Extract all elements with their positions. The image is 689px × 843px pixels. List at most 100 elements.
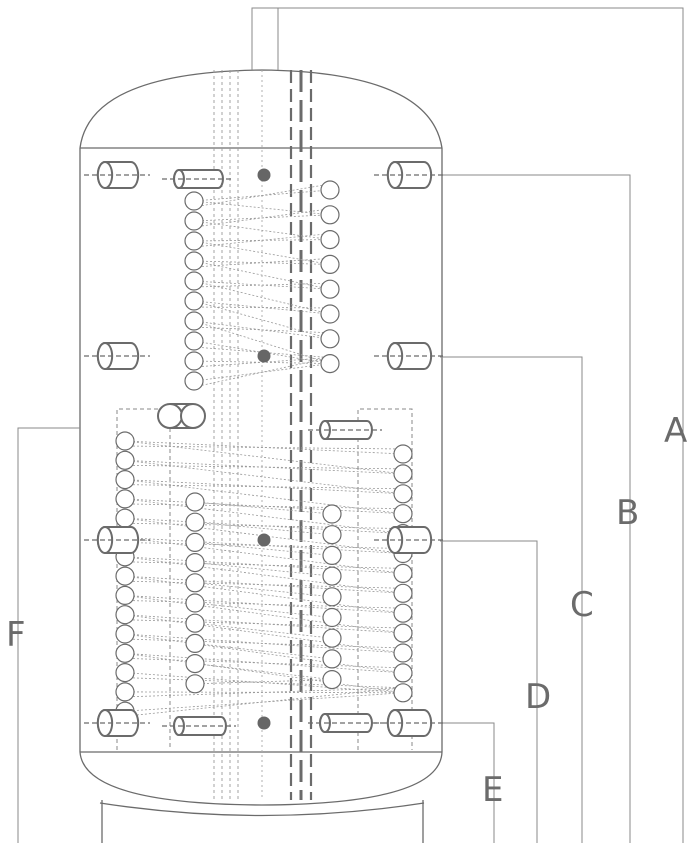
coil-turn [320,254,340,274]
coil-turn [320,329,340,349]
coil-stitch [124,575,404,594]
coil-stitch [124,459,404,495]
coil-stitch [124,614,404,654]
coil-turn [320,180,340,200]
coil-stitch [124,459,404,475]
coil-stitch [124,440,404,475]
coil-stitch [124,633,404,674]
dim-line-f [17,427,80,843]
base-skirt-arc [99,802,425,817]
sensor-dots [257,168,271,730]
nozzle-right-4 [374,709,443,737]
label-b: B [616,493,639,533]
coil-stitch [124,619,404,629]
coil-stitch [124,652,404,674]
dimension-labels: A B C D E F [6,411,687,810]
coil-stitch [124,537,404,554]
coil-stitch [194,679,333,685]
coil-turn [320,279,340,299]
coil-stitch [193,208,331,228]
nozzle-right-1 [374,161,443,189]
coil-stitch [124,692,404,712]
coil-turn [185,633,205,654]
coil-turn [115,508,135,528]
coil-turn [322,607,342,628]
upper-coil-stitching [193,183,331,388]
label-a: A [664,411,687,451]
label-d: D [525,677,551,717]
nozzle-left-3 [84,526,150,554]
coil-turn [185,653,205,674]
coil-stitch [124,633,404,654]
coil-turn [185,552,205,573]
lower-coil [115,431,413,721]
coil-turn [184,371,204,391]
coil-stitch [194,602,333,618]
coil-stitch [194,663,333,680]
coil-turn [320,205,340,225]
coil-stitch [124,595,404,614]
coil-turn [115,682,135,702]
nozzle-left-2 [84,342,150,370]
coil-turn [393,583,413,603]
coil-turn [393,563,413,584]
coil-stitch [124,556,404,594]
coil-stitch [193,357,331,388]
coil-turn [115,585,135,606]
coil-stitch [124,537,404,574]
coil-turn [184,251,204,271]
coil-stitch [193,357,331,368]
label-f: F [6,615,26,655]
coil-turn [322,545,342,566]
nozzle-right-3 [374,526,443,554]
coil-stitch [124,614,404,634]
coil-stitch [193,306,331,309]
dim-line-e [440,722,495,843]
coil-turn [184,211,204,231]
coil-stitch [193,233,331,248]
coil-turn [393,504,413,524]
coil-turn [115,624,135,644]
coil-stitch [193,220,331,240]
coil-turn [184,231,204,251]
coil-stitch [124,556,404,574]
coil-stitch [194,643,333,660]
coil-stitch [193,326,331,334]
coil-stitch [124,580,404,589]
coil-turn [393,603,413,623]
dimension-lines [17,7,684,843]
coil-turn [184,271,204,291]
coil-stitch [124,440,404,455]
coil-stitch [124,479,404,515]
coil-turn [393,683,413,703]
coil-turn [322,669,342,690]
coil-turn [115,605,135,625]
coil-stitch [124,638,404,649]
coil-stitch [193,183,331,208]
coil-stitch [193,240,331,265]
coil-turn [185,492,205,512]
sensor-dot [257,168,271,182]
coil-turn [115,662,135,683]
dim-line-d [440,540,538,843]
tank-body [79,69,443,843]
coil-turn [115,489,135,509]
coil-turn [393,444,413,464]
coil-stitch [193,300,331,340]
coil-stitch [124,672,404,694]
coil-stitch [193,200,331,216]
coil-turn [185,532,205,553]
coil-turn [184,311,204,331]
upper-coil [184,180,340,391]
coil-turn [115,470,135,490]
coil-turn [322,504,342,524]
coil-turn [320,354,340,374]
coil-stitch [194,501,333,515]
label-c: C [570,585,594,625]
coil-stitch [124,498,404,534]
coil-stitch [124,445,404,450]
coil-stitch [193,280,331,315]
coil-turn [115,450,135,470]
coil-stitch [124,687,404,717]
coil-stitch [124,595,404,634]
